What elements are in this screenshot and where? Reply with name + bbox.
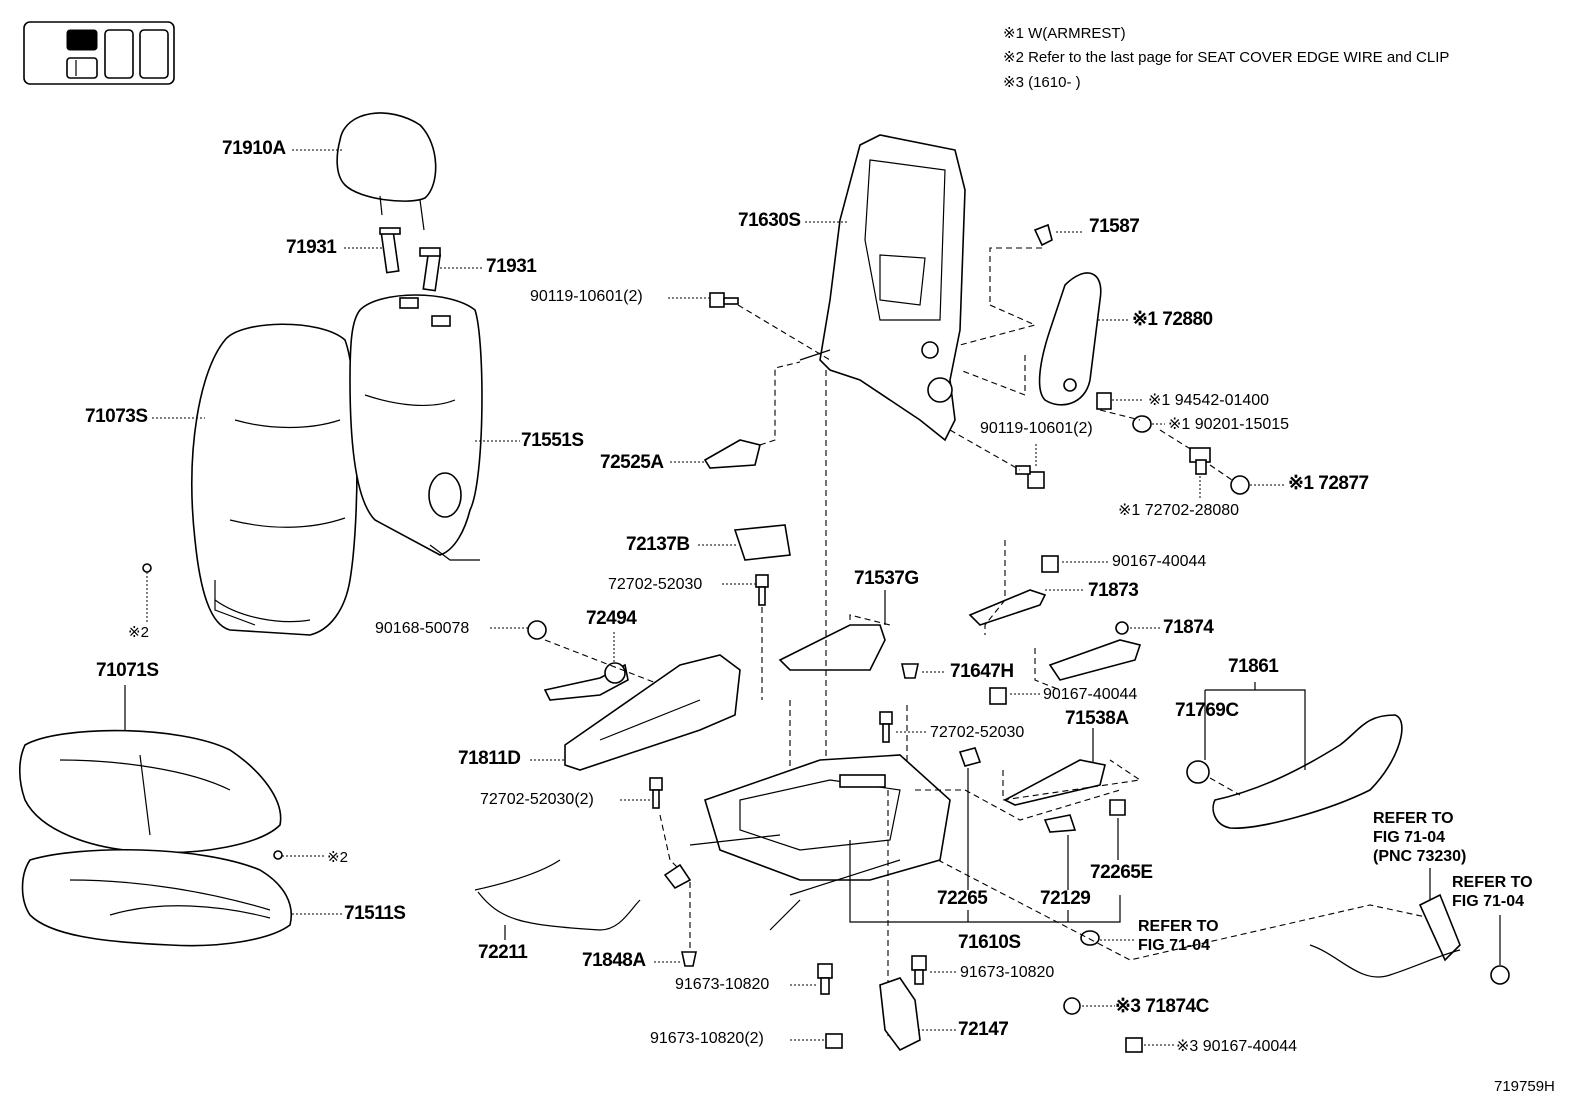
- label-91673-10820-left: 91673-10820: [675, 976, 770, 993]
- note-date-range: ※3 (1610- ): [1003, 74, 1081, 91]
- refer-right-line2: FIG 71-04: [1452, 893, 1525, 910]
- label-72265: 72265: [937, 888, 988, 909]
- label-71610S: 71610S: [958, 932, 1021, 953]
- seatback-cover-shape: [191, 323, 358, 636]
- label-71538A: 71538A: [1065, 708, 1129, 729]
- label-72494: 72494: [586, 608, 637, 629]
- label-91673-10820-right: 91673-10820: [960, 964, 1055, 981]
- label-72702-28080: ※1 72702-28080: [1118, 502, 1240, 519]
- label-71073S: 71073S: [85, 406, 148, 427]
- label-71931-left: 71931: [286, 237, 337, 258]
- refer-center-line2: FIG 71-04: [1138, 937, 1211, 954]
- label-94542-01400: ※1 94542-01400: [1148, 392, 1270, 409]
- label-90168-50078: 90168-50078: [375, 620, 470, 637]
- label-mark2-upper: ※2: [128, 624, 149, 641]
- label-mark2-lower: ※2: [327, 849, 348, 866]
- bolt-90119-upper: [709, 292, 739, 308]
- label-90167-40044-c: ※3 90167-40044: [1176, 1038, 1298, 1055]
- figure-id: 719759H: [1494, 1078, 1555, 1095]
- headrest-shape: [336, 112, 437, 231]
- label-71874: 71874: [1163, 617, 1214, 638]
- refer-center-line1: REFER TO: [1138, 918, 1219, 935]
- refer-pnc-line3: (PNC 73230): [1373, 848, 1467, 865]
- headrest-guide-left: [379, 227, 401, 274]
- label-90167-40044-b: 90167-40044: [1043, 686, 1138, 703]
- label-71874C: ※3 71874C: [1115, 996, 1209, 1017]
- label-71071S: 71071S: [96, 660, 159, 681]
- label-72880: ※1 72880: [1132, 309, 1213, 330]
- seat-position-icon: [23, 21, 175, 85]
- label-90119-upper: 90119-10601(2): [530, 288, 643, 305]
- label-71537G: 71537G: [854, 568, 919, 589]
- label-71910A: 71910A: [222, 138, 286, 159]
- seat-cushion-pad-shape: [21, 848, 292, 947]
- label-71873: 71873: [1088, 580, 1139, 601]
- note-armrest: ※1 W(ARMREST): [1003, 25, 1126, 42]
- label-72525A: 72525A: [600, 452, 664, 473]
- seat-cushion-cover-shape: [18, 729, 282, 854]
- label-72702-52030-2: 72702-52030(2): [480, 791, 594, 808]
- refer-right-line1: REFER TO: [1452, 874, 1533, 891]
- label-71630S: 71630S: [738, 210, 801, 231]
- label-71511S: 71511S: [344, 903, 406, 924]
- label-72129: 72129: [1040, 888, 1091, 909]
- headrest-guide-right: [419, 247, 442, 292]
- refer-pnc-line1: REFER TO: [1373, 810, 1454, 827]
- label-72877: ※1 72877: [1288, 473, 1369, 494]
- seatback-frame-shape: [799, 134, 966, 442]
- label-72265E: 72265E: [1090, 862, 1153, 883]
- label-90119-lower: 90119-10601(2): [980, 420, 1093, 437]
- label-72147: 72147: [958, 1019, 1009, 1040]
- label-72702-52030-a: 72702-52030: [608, 576, 703, 593]
- label-71769C: 71769C: [1175, 700, 1239, 721]
- label-72211: 72211: [478, 942, 528, 963]
- label-72137B: 72137B: [626, 534, 690, 555]
- note-seat-cover-edge: ※2 Refer to the last page for SEAT COVER…: [1003, 49, 1450, 66]
- refer-pnc-line2: FIG 71-04: [1373, 829, 1446, 846]
- label-71811D: 71811D: [458, 748, 521, 769]
- seat-track-frame-shape: [689, 754, 951, 931]
- label-72702-52030-b: 72702-52030: [930, 724, 1025, 741]
- armrest-shape: [1038, 272, 1102, 406]
- bolt-90119-lower: [1015, 465, 1045, 489]
- label-71931-right: 71931: [486, 256, 537, 277]
- label-90167-40044-a: 90167-40044: [1112, 553, 1207, 570]
- seatback-pad-shape: [349, 294, 483, 561]
- label-71551S: 71551S: [521, 430, 584, 451]
- label-71587: 71587: [1089, 216, 1140, 237]
- label-71848A: 71848A: [582, 950, 646, 971]
- label-71861: 71861: [1228, 656, 1279, 677]
- label-91673-10820-2: 91673-10820(2): [650, 1030, 764, 1047]
- label-71647H: 71647H: [950, 661, 1014, 682]
- label-90201-15015: ※1 90201-15015: [1168, 416, 1290, 433]
- side-shield-shape: [564, 654, 741, 771]
